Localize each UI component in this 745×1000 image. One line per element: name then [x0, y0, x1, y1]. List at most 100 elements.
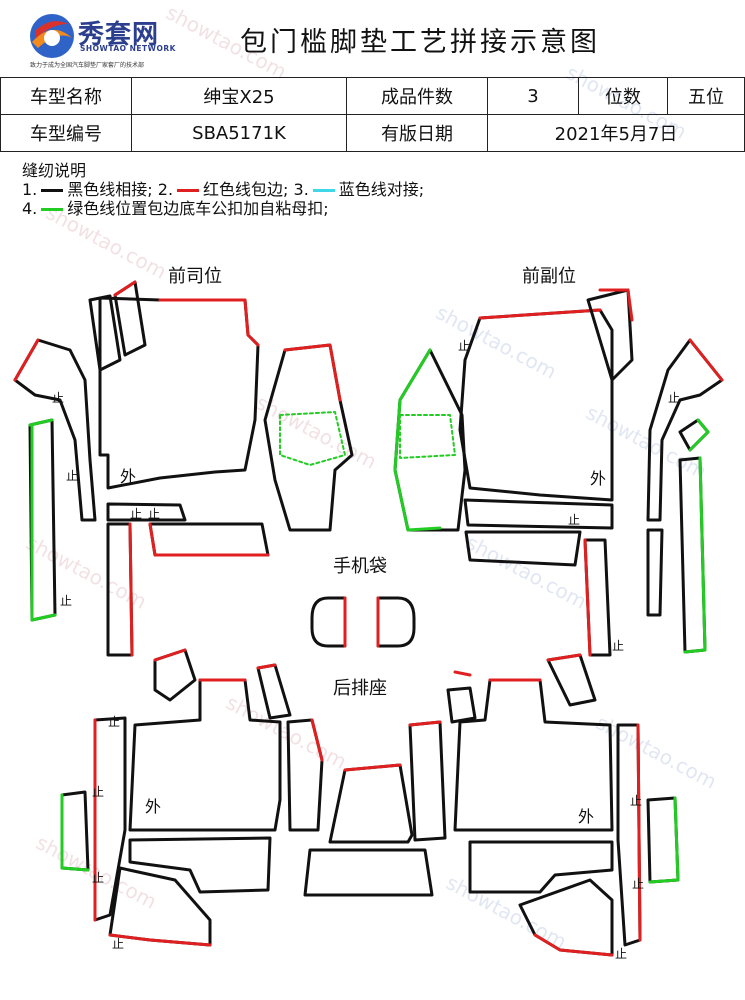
- rear-left-piece: [256, 663, 292, 720]
- pattern-date-label: 有版日期: [346, 114, 488, 152]
- sewing-heading: 缝纫说明: [22, 161, 87, 180]
- stop-mark: 止: [615, 947, 627, 961]
- rear-left-door-sill: [60, 790, 90, 872]
- brand-logo: 秀套网 SHOWTAO NETWORK 致力于成为全国汽车脚垫厂家套厂的技术部: [28, 10, 188, 70]
- green-binding-edge: [28, 418, 57, 622]
- label-front-driver: 前司位: [168, 266, 222, 287]
- sewing-line-1: 1.黑色线相接; 2.红色线包边; 3.蓝色线对接;: [22, 180, 424, 199]
- green-binding-edge: [393, 348, 442, 532]
- red-binding-edge: [13, 338, 40, 382]
- red-binding-edge: [158, 298, 260, 347]
- center-tunnel-right: [393, 348, 467, 532]
- red-binding-edge: [310, 718, 324, 762]
- stop-mark: 止: [66, 469, 78, 483]
- rear-center-piece: [303, 848, 434, 897]
- red-binding-edge: [453, 670, 472, 677]
- note-text: 绿色线位置包边底车公扣加自粘母扣;: [67, 199, 329, 218]
- front-driver-piece: [88, 294, 122, 372]
- front-driver-strip: [106, 522, 134, 657]
- note-text: 蓝色线对接;: [338, 180, 425, 199]
- table-row: 车型名称 绅宝X25 成品件数 3 位数 五位: [0, 77, 745, 115]
- rear-left-main-mat: [128, 678, 282, 832]
- phone-pocket-right: [376, 596, 416, 648]
- note-number: 2.: [157, 180, 174, 199]
- stop-mark: 止: [92, 785, 104, 799]
- green-dotted-fastener-area: [399, 414, 456, 459]
- green-dotted-fastener-area: [279, 411, 346, 466]
- front-driver-side-sill: [13, 338, 97, 522]
- red-binding-edge: [636, 723, 642, 942]
- rear-right-door-sill: [646, 796, 680, 884]
- stop-mark: 止: [568, 513, 580, 527]
- stop-mark: 止: [52, 391, 64, 405]
- note-text: 黑色线相接;: [67, 180, 153, 199]
- model-name-label: 车型名称: [0, 77, 132, 115]
- label-phone-pocket: 手机袋: [333, 556, 387, 577]
- model-code-value: SBA5171K: [131, 114, 347, 152]
- stop-mark: 止: [60, 594, 72, 608]
- stop-mark: 止: [668, 391, 680, 405]
- front-passenger-piece: [464, 530, 582, 567]
- rear-right-side-strip: [616, 723, 642, 947]
- red-binding-edge: [128, 522, 134, 657]
- stop-mark: 止: [148, 507, 160, 521]
- red-binding-edge: [408, 720, 442, 727]
- rear-right-main-mat: [453, 678, 614, 832]
- red-binding-edge: [688, 338, 724, 382]
- note-text: 红色线包边;: [203, 180, 289, 199]
- green-binding-edge: [683, 456, 707, 654]
- green-line-swatch: [41, 208, 64, 211]
- sewing-notes: 缝纫说明 1.黑色线相接; 2.红色线包边; 3.蓝色线对接; 4.绿色线位置包…: [22, 161, 424, 218]
- outer-mark: 外: [120, 467, 136, 486]
- green-binding-edge: [60, 793, 90, 872]
- rear-right-piece: [546, 653, 597, 707]
- red-binding-edge: [546, 653, 582, 662]
- red-line-swatch: [177, 189, 200, 192]
- stop-mark: 止: [108, 715, 120, 729]
- front-passenger-side-sill: [646, 338, 724, 522]
- outer-mark: 外: [590, 469, 606, 488]
- sewing-line-2: 4.绿色线位置包边底车公扣加自粘母扣;: [22, 199, 424, 218]
- table-row: 车型编号 SBA5171K 有版日期 2021年5月7日: [0, 114, 745, 152]
- center-tunnel-left: [263, 343, 354, 532]
- piece-count-label: 成品件数: [346, 77, 488, 115]
- pattern-date-value: 2021年5月7日: [487, 114, 745, 152]
- front-passenger-piece: [463, 498, 614, 530]
- front-passenger-piece: [586, 288, 634, 382]
- green-binding-edge: [688, 418, 710, 452]
- red-binding-edge: [113, 280, 137, 297]
- front-passenger-main-mat: [458, 308, 614, 502]
- outer-mark: 外: [145, 797, 161, 816]
- front-driver-door-sill: [28, 418, 57, 622]
- front-driver-piece: [148, 522, 270, 557]
- rear-center-piece: [286, 718, 324, 832]
- stop-mark: 止: [112, 937, 124, 951]
- red-binding-edge: [283, 343, 342, 402]
- rear-right-piece: [446, 686, 477, 724]
- page-title: 包门槛脚垫工艺拼接示意图: [240, 27, 600, 58]
- front-driver-main-mat: [98, 296, 260, 490]
- rear-left-side-strip: [93, 716, 127, 922]
- brand-slogan: 致力于成为全国汽车脚垫厂家套厂的技术部: [30, 62, 145, 69]
- seats-label: 位数: [578, 77, 668, 115]
- label-front-passenger: 前副位: [522, 266, 576, 287]
- front-passenger-strip: [646, 528, 664, 617]
- stop-mark: 止: [630, 794, 642, 808]
- red-binding-edge: [343, 763, 402, 772]
- label-rear-seat: 后排座: [333, 678, 387, 699]
- red-binding-edge: [583, 538, 592, 657]
- cyan-line-swatch: [312, 189, 335, 192]
- green-binding-edge: [648, 796, 680, 884]
- stop-mark: 止: [632, 877, 644, 891]
- red-binding-edge: [478, 308, 602, 320]
- phone-pocket-left: [310, 596, 347, 648]
- red-binding-edge: [533, 933, 614, 957]
- rear-center-hump: [328, 763, 414, 844]
- red-binding-edge: [256, 663, 277, 670]
- stop-mark: 止: [92, 871, 104, 885]
- stop-mark: 止: [612, 639, 624, 653]
- note-number: 3.: [293, 180, 309, 199]
- front-driver-piece: [106, 502, 187, 522]
